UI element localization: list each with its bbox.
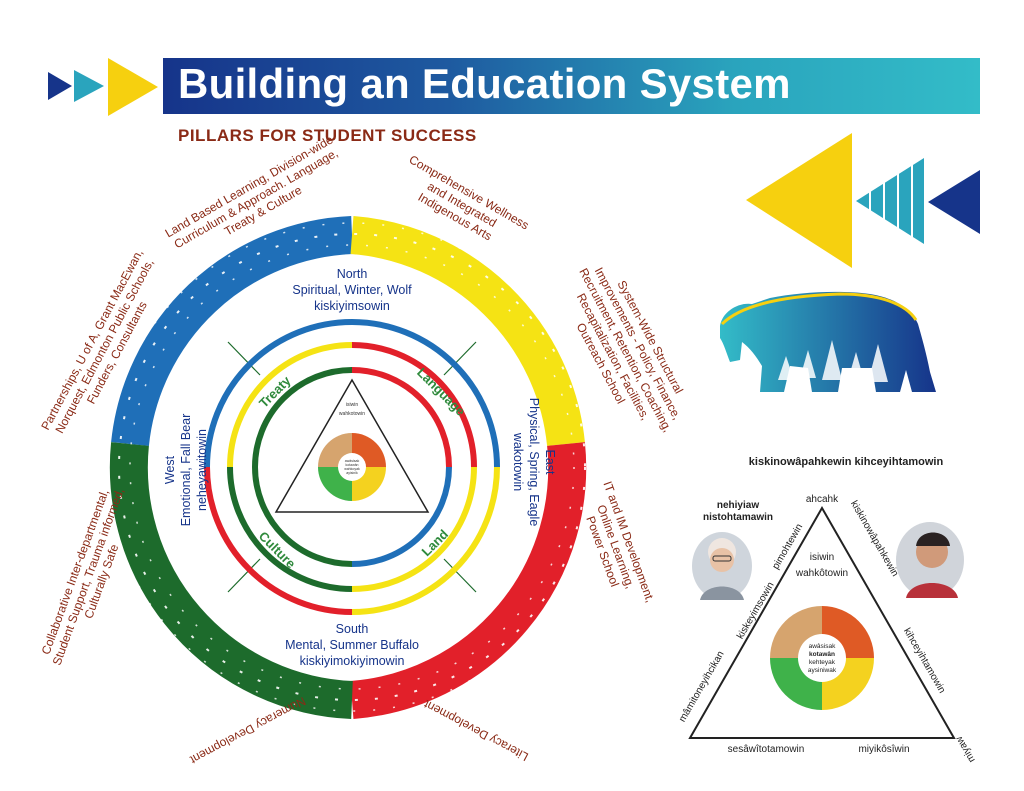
right-center-word-2: kotawân: [809, 651, 835, 658]
main-wheel: [107, 216, 597, 719]
page-title: Building an Education System: [178, 60, 791, 107]
decor-triangle-navy: [928, 170, 980, 234]
direction-north-line-3: kiskiyimsowin: [314, 299, 390, 313]
right-label-miyikosiwin: miyikôsîwin: [858, 744, 909, 755]
direction-west: West Emotional, Fall Bear neheyawitowin: [163, 414, 209, 527]
pillar-numeracy: Numeracy Development: [187, 694, 308, 767]
direction-south: South Mental, Summer Buffalo kiskiyimoki…: [285, 622, 419, 668]
right-center-word-3: kehteyak: [809, 659, 836, 666]
right-diagram-title: kiskinowâpahkewin kihceyihtamowin: [749, 456, 944, 468]
braid-segment-yellow: [350, 216, 585, 447]
direction-north: North Spiritual, Winter, Wolf kiskiyimso…: [292, 267, 412, 313]
right-center-word-4: aysiniwak: [808, 667, 837, 674]
pillar-literacy: Literacy Development: [421, 697, 531, 764]
right-quadrant-circle: [770, 606, 874, 710]
right-label-miyaw: miyaw: [954, 734, 978, 765]
decor-triangle-yellow: [746, 133, 852, 268]
direction-south-line-2: Mental, Summer Buffalo: [285, 638, 419, 652]
direction-north-line-1: North: [337, 267, 368, 281]
arrow-shape-yellow: [108, 58, 158, 116]
direction-west-line-3: neheyawitowin: [195, 429, 209, 511]
braid-segment-blue: [111, 216, 353, 447]
header-arrows: [48, 58, 158, 116]
center-word-2: kotawân: [345, 463, 358, 467]
right-inner-wahkotowin: wahkôtowin: [795, 568, 848, 579]
page-subtitle: PILLARS FOR STUDENT SUCCESS: [178, 126, 477, 145]
inner-triangle-word-1: isiwin: [346, 402, 358, 408]
right-label-apex: ahcahk: [806, 494, 839, 505]
title-banner: [163, 58, 980, 114]
right-inner-isiwin: isiwin: [810, 552, 834, 563]
decor-triangles: [746, 133, 980, 268]
braid-segment-red: [350, 442, 587, 719]
braid-texture: [118, 233, 586, 701]
arrow-shape-teal: [74, 70, 104, 102]
pillar-it-development: IT and IM Development, Online Learning, …: [583, 479, 657, 604]
direction-north-line-2: Spiritual, Winter, Wolf: [292, 283, 412, 297]
right-center-word-1: awâsisak: [809, 643, 836, 650]
direction-south-line-1: South: [336, 622, 369, 636]
direction-south-line-3: kiskiyimokiyimowin: [300, 654, 405, 668]
braid-segment-green: [109, 442, 353, 719]
right-label-nistohtamawin: nistohtamawin: [703, 512, 773, 523]
direction-west-line-1: West: [163, 455, 177, 484]
direction-west-line-2: Emotional, Fall Bear: [179, 414, 193, 527]
arrow-shape-navy: [48, 72, 72, 100]
inner-triangle-word-2: wahkotowin: [339, 411, 365, 417]
direction-east-line-3: wakotowin: [511, 432, 525, 491]
center-word-3: wahkoyak: [344, 467, 360, 471]
wheel-spokes: [227, 341, 477, 593]
bear-silhouette-icon: [720, 291, 936, 392]
center-word-1: awâsisak: [345, 459, 360, 463]
right-label-sesawitotamowin: sesâwîtotamowin: [728, 744, 805, 755]
right-label-nehiyiaw: nehiyiaw: [717, 500, 759, 511]
direction-east-line-1: East: [543, 449, 557, 475]
center-word-4: ayisinik: [346, 471, 358, 475]
photo-child-right: [896, 522, 964, 598]
direction-east-line-2: Physical, Spring, Eagle: [527, 398, 541, 527]
decor-triangle-teal: [856, 158, 924, 244]
center-circle: [338, 453, 366, 481]
photo-child-left: [692, 532, 752, 600]
direction-east: East Physical, Spring, Eagle wakotowin: [511, 398, 557, 527]
